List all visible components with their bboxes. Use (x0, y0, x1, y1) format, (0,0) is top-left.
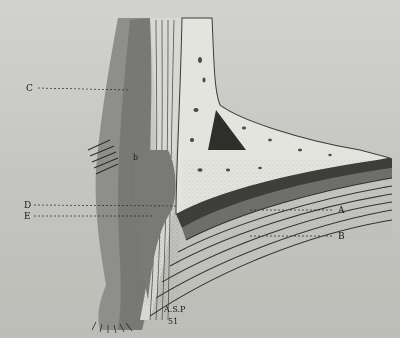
label-asp: A.S.P (163, 305, 186, 314)
label-a: A (337, 206, 345, 216)
cartilage-texture (130, 150, 180, 305)
label-small-b: b (133, 153, 138, 162)
label-e: E (24, 212, 31, 222)
label-d: D (24, 201, 31, 211)
label-b: B (338, 232, 345, 242)
label-number: 51 (168, 317, 178, 326)
label-c: C (26, 84, 33, 94)
